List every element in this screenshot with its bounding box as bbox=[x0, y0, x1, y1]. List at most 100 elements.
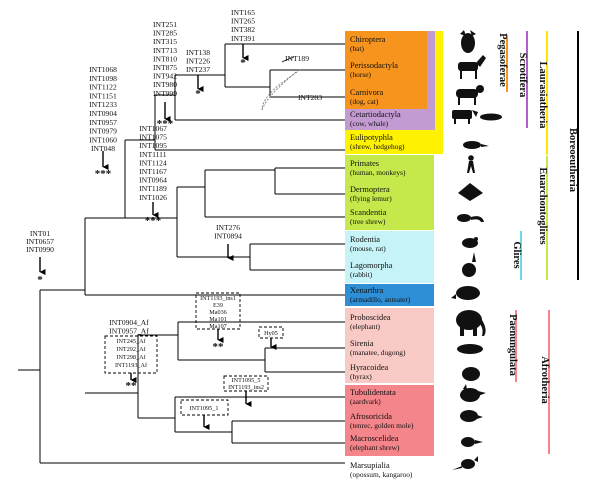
marker-id: INT1098 bbox=[89, 74, 117, 83]
taxon-common-name: (bat) bbox=[350, 44, 364, 53]
animal-silhouettes bbox=[451, 30, 502, 470]
kangaroo-icon bbox=[452, 456, 478, 470]
tenrec-icon bbox=[460, 410, 483, 422]
band-afroinsectiphilia bbox=[345, 385, 434, 456]
clade-paenungulata: Paenungulata bbox=[507, 314, 518, 377]
marker-id: INT251 bbox=[153, 20, 177, 29]
marker-id: INT0979 bbox=[89, 127, 117, 136]
taxon-common-name: (armadillo, anteater) bbox=[350, 295, 411, 304]
marker-id: INT391 bbox=[231, 34, 255, 43]
marker-id: INT1167 bbox=[139, 167, 167, 176]
taxon-name: Marsupialia bbox=[350, 461, 390, 470]
marker-id: INT265 bbox=[231, 17, 255, 26]
taxon-name: Perissodactyla bbox=[350, 61, 398, 70]
taxon-name: Dermoptera bbox=[350, 185, 390, 194]
marker-id: INT298_Af bbox=[116, 354, 146, 361]
bat-icon bbox=[460, 30, 476, 53]
band-eulipotyphla bbox=[345, 130, 443, 154]
marker-id: INT189 bbox=[285, 54, 309, 63]
rabbit-icon bbox=[462, 252, 476, 277]
band-xenarthra bbox=[345, 284, 434, 306]
taxon-common-name: (flying lemur) bbox=[350, 194, 392, 203]
marker-id: INT226 bbox=[186, 57, 210, 66]
elephant-icon bbox=[456, 310, 486, 336]
marker-id: INT292_Af bbox=[116, 346, 146, 353]
marker-id: INT0657 bbox=[26, 237, 54, 246]
significance-stars: ** bbox=[213, 341, 225, 353]
significance-stars: * bbox=[195, 88, 201, 100]
human-icon bbox=[467, 155, 475, 173]
band-chiroptera-carnivora bbox=[345, 31, 427, 109]
taxon-common-name: (elephant shrew) bbox=[350, 443, 400, 452]
marker-id: INT1067 bbox=[139, 124, 167, 133]
marker-id: INT1068 bbox=[89, 65, 117, 74]
marker-id: INT1026 bbox=[139, 193, 167, 202]
marker-id: INT1075 bbox=[139, 133, 167, 142]
taxon-common-name: (shrew, hedgehog) bbox=[350, 142, 405, 151]
marker-id: INT0957 bbox=[89, 118, 117, 127]
clade-boreoeutheria: Boreoeutheria bbox=[567, 128, 578, 193]
marker-id: INT1095_5 bbox=[232, 377, 261, 384]
taxon-name: Chiroptera bbox=[350, 35, 386, 44]
taxon-name: Eulipotyphla bbox=[350, 133, 393, 142]
band-euarchonta bbox=[345, 155, 434, 230]
marker-id: INT0904_Af bbox=[109, 318, 149, 327]
taxon-name: Carnivora bbox=[350, 88, 383, 97]
marker-id: INT1193_Af bbox=[115, 362, 148, 369]
armadillo-icon bbox=[451, 286, 480, 300]
taxon-color-bands bbox=[345, 31, 443, 456]
taxon-name: Proboscidea bbox=[350, 313, 391, 322]
taxon-common-name: (aardvark) bbox=[350, 397, 381, 406]
marker-id: INT0957_Af bbox=[109, 327, 149, 336]
taxon-name: Tubulidentata bbox=[350, 388, 396, 397]
taxon-common-name: (human, monkeys) bbox=[350, 168, 406, 177]
band-cetartiodactyla bbox=[345, 109, 427, 130]
marker-id: INT1122 bbox=[89, 83, 117, 92]
marker-id: Hy05 bbox=[264, 330, 278, 337]
marker-id: INT1111 bbox=[140, 150, 167, 159]
taxon-common-name: (elephant) bbox=[350, 322, 380, 331]
marker-id: Ma036 bbox=[209, 309, 227, 316]
taxon-name: Sirenia bbox=[350, 339, 374, 348]
taxon-name: Macroscelidea bbox=[350, 434, 399, 443]
taxon-common-name: (cow, whale) bbox=[350, 119, 389, 128]
marker-id: INT1095_1 bbox=[190, 405, 219, 412]
significance-stars: *** bbox=[95, 168, 112, 180]
marker-id: INT875 bbox=[153, 63, 177, 72]
taxon-name: Rodentia bbox=[350, 235, 380, 244]
significance-stars: *** bbox=[157, 118, 174, 130]
marker-id: INT810 bbox=[153, 54, 177, 63]
marker-id: INT713 bbox=[153, 46, 177, 55]
marker-id: INT382 bbox=[231, 25, 255, 34]
band-laurasiatheria-strip bbox=[435, 31, 443, 154]
marker-id: INT0894 bbox=[214, 232, 242, 241]
marker-id: INT1193_ins2 bbox=[228, 384, 264, 391]
horse-icon bbox=[458, 55, 486, 79]
manatee-icon bbox=[457, 344, 483, 354]
tree-branches bbox=[18, 43, 345, 464]
taxon-name: Scandentia bbox=[350, 208, 387, 217]
band-glires bbox=[345, 231, 434, 283]
marker-id: INT942 bbox=[153, 72, 177, 81]
tree-shrew-icon bbox=[457, 214, 484, 222]
band-paenungulata bbox=[345, 308, 434, 383]
taxon-common-name: (tenrec, golden mole) bbox=[350, 421, 414, 430]
leader-line bbox=[281, 56, 295, 63]
taxon-common-name: (manatee, dugong) bbox=[350, 348, 406, 357]
taxon-common-name: (opossum, kangaroo) bbox=[350, 470, 413, 479]
marker-id: INT138 bbox=[186, 48, 210, 57]
marker-id: INT0990 bbox=[26, 245, 54, 254]
clade-afrotheria: Afrotheria bbox=[539, 356, 550, 404]
marker-id: Ma101 bbox=[209, 316, 227, 323]
taxon-common-name: (mouse, rat) bbox=[350, 244, 386, 253]
marker-id: INT315 bbox=[153, 37, 177, 46]
aardvark-icon bbox=[460, 384, 486, 402]
whale-icon bbox=[480, 113, 502, 121]
marker-id: INT1151 bbox=[89, 91, 117, 100]
marker-id: INT0964 bbox=[139, 176, 167, 185]
elephant-shrew-icon bbox=[461, 437, 483, 447]
marker-id: E39 bbox=[213, 302, 223, 309]
marker-id: INT276 bbox=[216, 223, 240, 232]
taxon-common-name: (tree shrew) bbox=[350, 217, 386, 226]
